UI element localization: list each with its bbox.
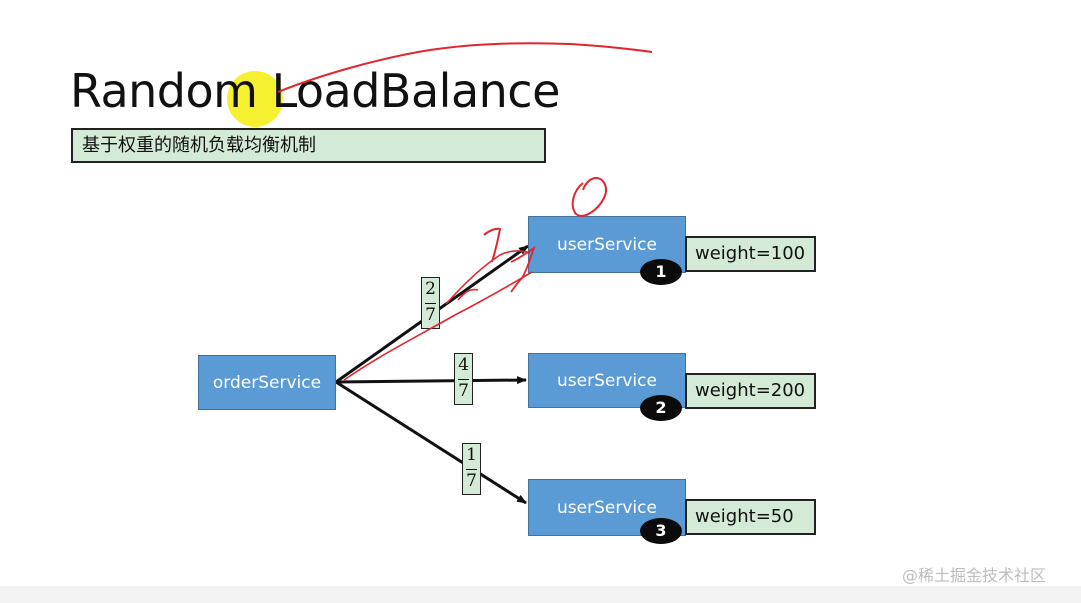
fraction-denominator-3: 7 xyxy=(466,471,477,491)
highlight-circle xyxy=(227,71,283,127)
badge-3: 3 xyxy=(640,518,682,544)
weight-box-2: weight=200 xyxy=(685,373,816,409)
watermark: @稀土掘金技术社区 xyxy=(902,566,1047,585)
provider-label-1: userService xyxy=(557,235,657,255)
weight-box-1: weight=100 xyxy=(685,236,816,272)
arrow-to-provider-3 xyxy=(335,380,527,505)
subtitle-box: 基于权重的随机负载均衡机制 xyxy=(71,128,546,163)
badge-2: 2 xyxy=(640,395,682,421)
fraction-label-1: 2 7 xyxy=(421,277,440,329)
ink-arrowhead xyxy=(510,245,536,293)
fraction-bar-1 xyxy=(425,303,436,304)
badge-1: 1 xyxy=(640,259,682,285)
consumer-label: orderService xyxy=(212,373,322,393)
fraction-denominator-1: 7 xyxy=(425,305,436,325)
ink-hook xyxy=(457,288,479,301)
fraction-bar-2 xyxy=(458,379,469,380)
consumer-node: orderService xyxy=(198,355,336,410)
fraction-label-3: 1 7 xyxy=(462,443,481,495)
bottom-strip xyxy=(0,586,1081,603)
ink-mark-zero xyxy=(571,176,607,217)
fraction-denominator-2: 7 xyxy=(458,381,469,401)
weight-box-3: weight=50 xyxy=(685,499,816,535)
ink-seven-mark xyxy=(483,227,502,263)
fraction-numerator-1: 2 xyxy=(425,279,436,299)
fraction-bar-3 xyxy=(466,469,477,470)
fraction-numerator-3: 1 xyxy=(466,445,477,465)
ink-title-swoosh xyxy=(277,42,653,93)
arrow-to-provider-2 xyxy=(335,376,527,385)
ink-arrow-stroke xyxy=(343,271,533,381)
provider-label-2: userService xyxy=(557,371,657,391)
fraction-label-2: 4 7 xyxy=(454,353,473,405)
page-title: Random LoadBalance xyxy=(70,64,560,118)
provider-label-3: userService xyxy=(557,498,657,518)
ink-arrow-stroke-2 xyxy=(445,250,531,305)
fraction-numerator-2: 4 xyxy=(458,355,469,375)
